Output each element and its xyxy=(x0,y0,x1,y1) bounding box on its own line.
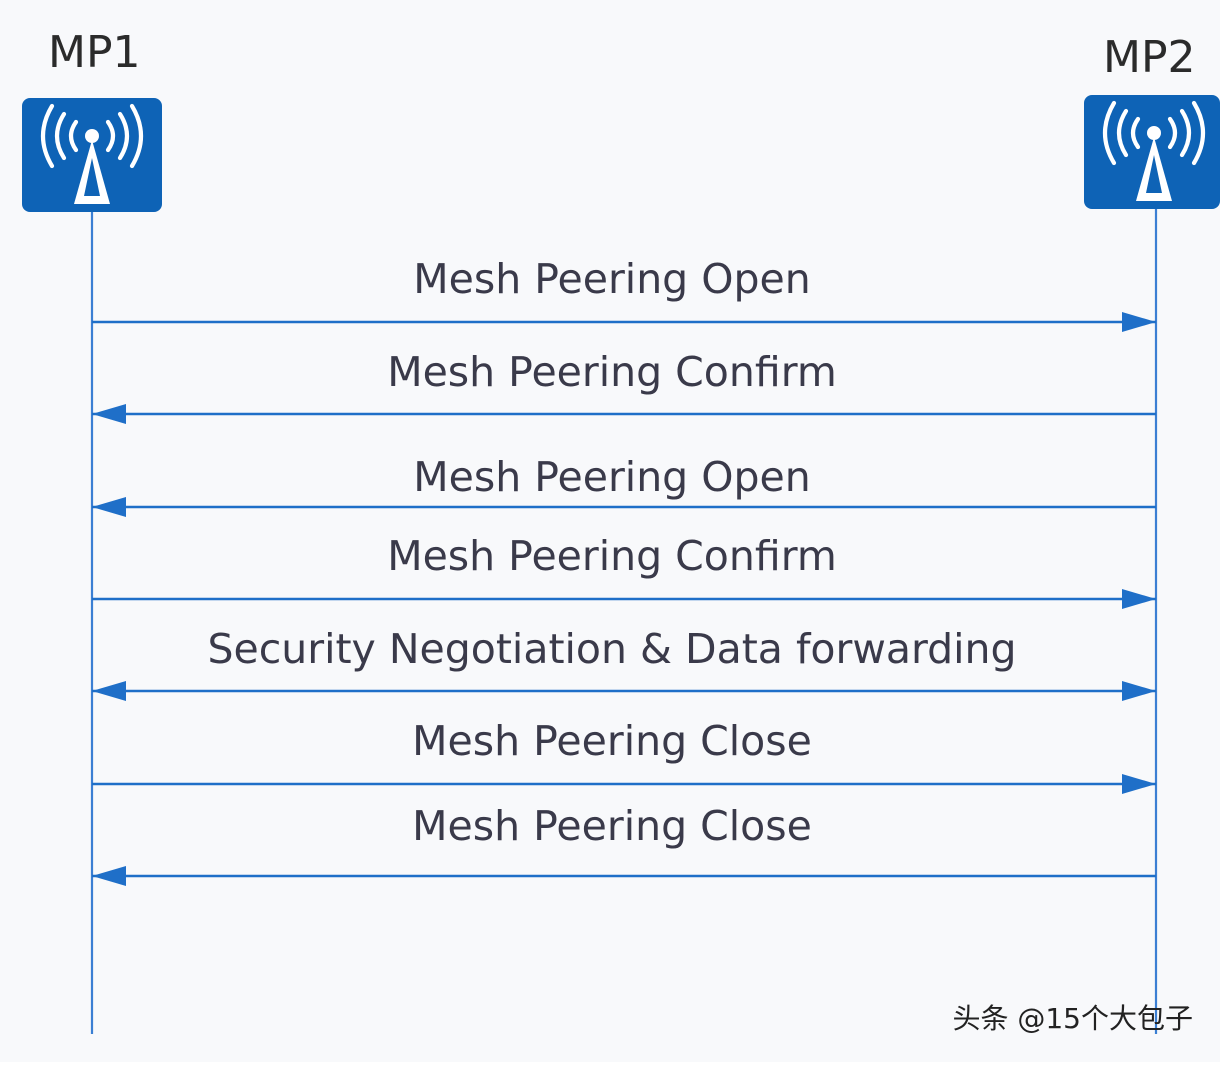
message-1: Mesh Peering Open xyxy=(92,255,1156,332)
wireless-access-point-icon xyxy=(22,98,162,212)
message-label: Mesh Peering Open xyxy=(413,453,811,501)
message-2: Mesh Peering Confirm xyxy=(92,348,1156,424)
message-7: Mesh Peering Close xyxy=(92,802,1156,886)
message-label: Mesh Peering Close xyxy=(412,802,812,850)
message-6: Mesh Peering Close xyxy=(92,717,1156,794)
arrow-head-left xyxy=(92,681,126,701)
arrow-head-right xyxy=(1122,589,1156,609)
message-5: Security Negotiation & Data forwarding xyxy=(92,625,1156,701)
arrow-head-right xyxy=(1122,774,1156,794)
arrow-head-left xyxy=(92,404,126,424)
message-label: Mesh Peering Open xyxy=(413,255,811,303)
message-3: Mesh Peering Open xyxy=(92,453,1156,517)
message-label: Mesh Peering Confirm xyxy=(387,348,837,396)
node-label-mp2: MP2 xyxy=(1103,32,1196,83)
message-label: Mesh Peering Confirm xyxy=(387,532,837,580)
wireless-access-point-icon xyxy=(1084,95,1220,209)
message-4: Mesh Peering Confirm xyxy=(92,532,1156,609)
arrow-head-left xyxy=(92,866,126,886)
arrow-head-right xyxy=(1122,312,1156,332)
message-label: Mesh Peering Close xyxy=(412,717,812,765)
node-label-mp1: MP1 xyxy=(48,27,141,78)
message-label: Security Negotiation & Data forwarding xyxy=(207,625,1016,673)
watermark: 头条 @15个大包子 xyxy=(952,1002,1193,1035)
arrow-head-right xyxy=(1122,681,1156,701)
arrow-head-left xyxy=(92,497,126,517)
